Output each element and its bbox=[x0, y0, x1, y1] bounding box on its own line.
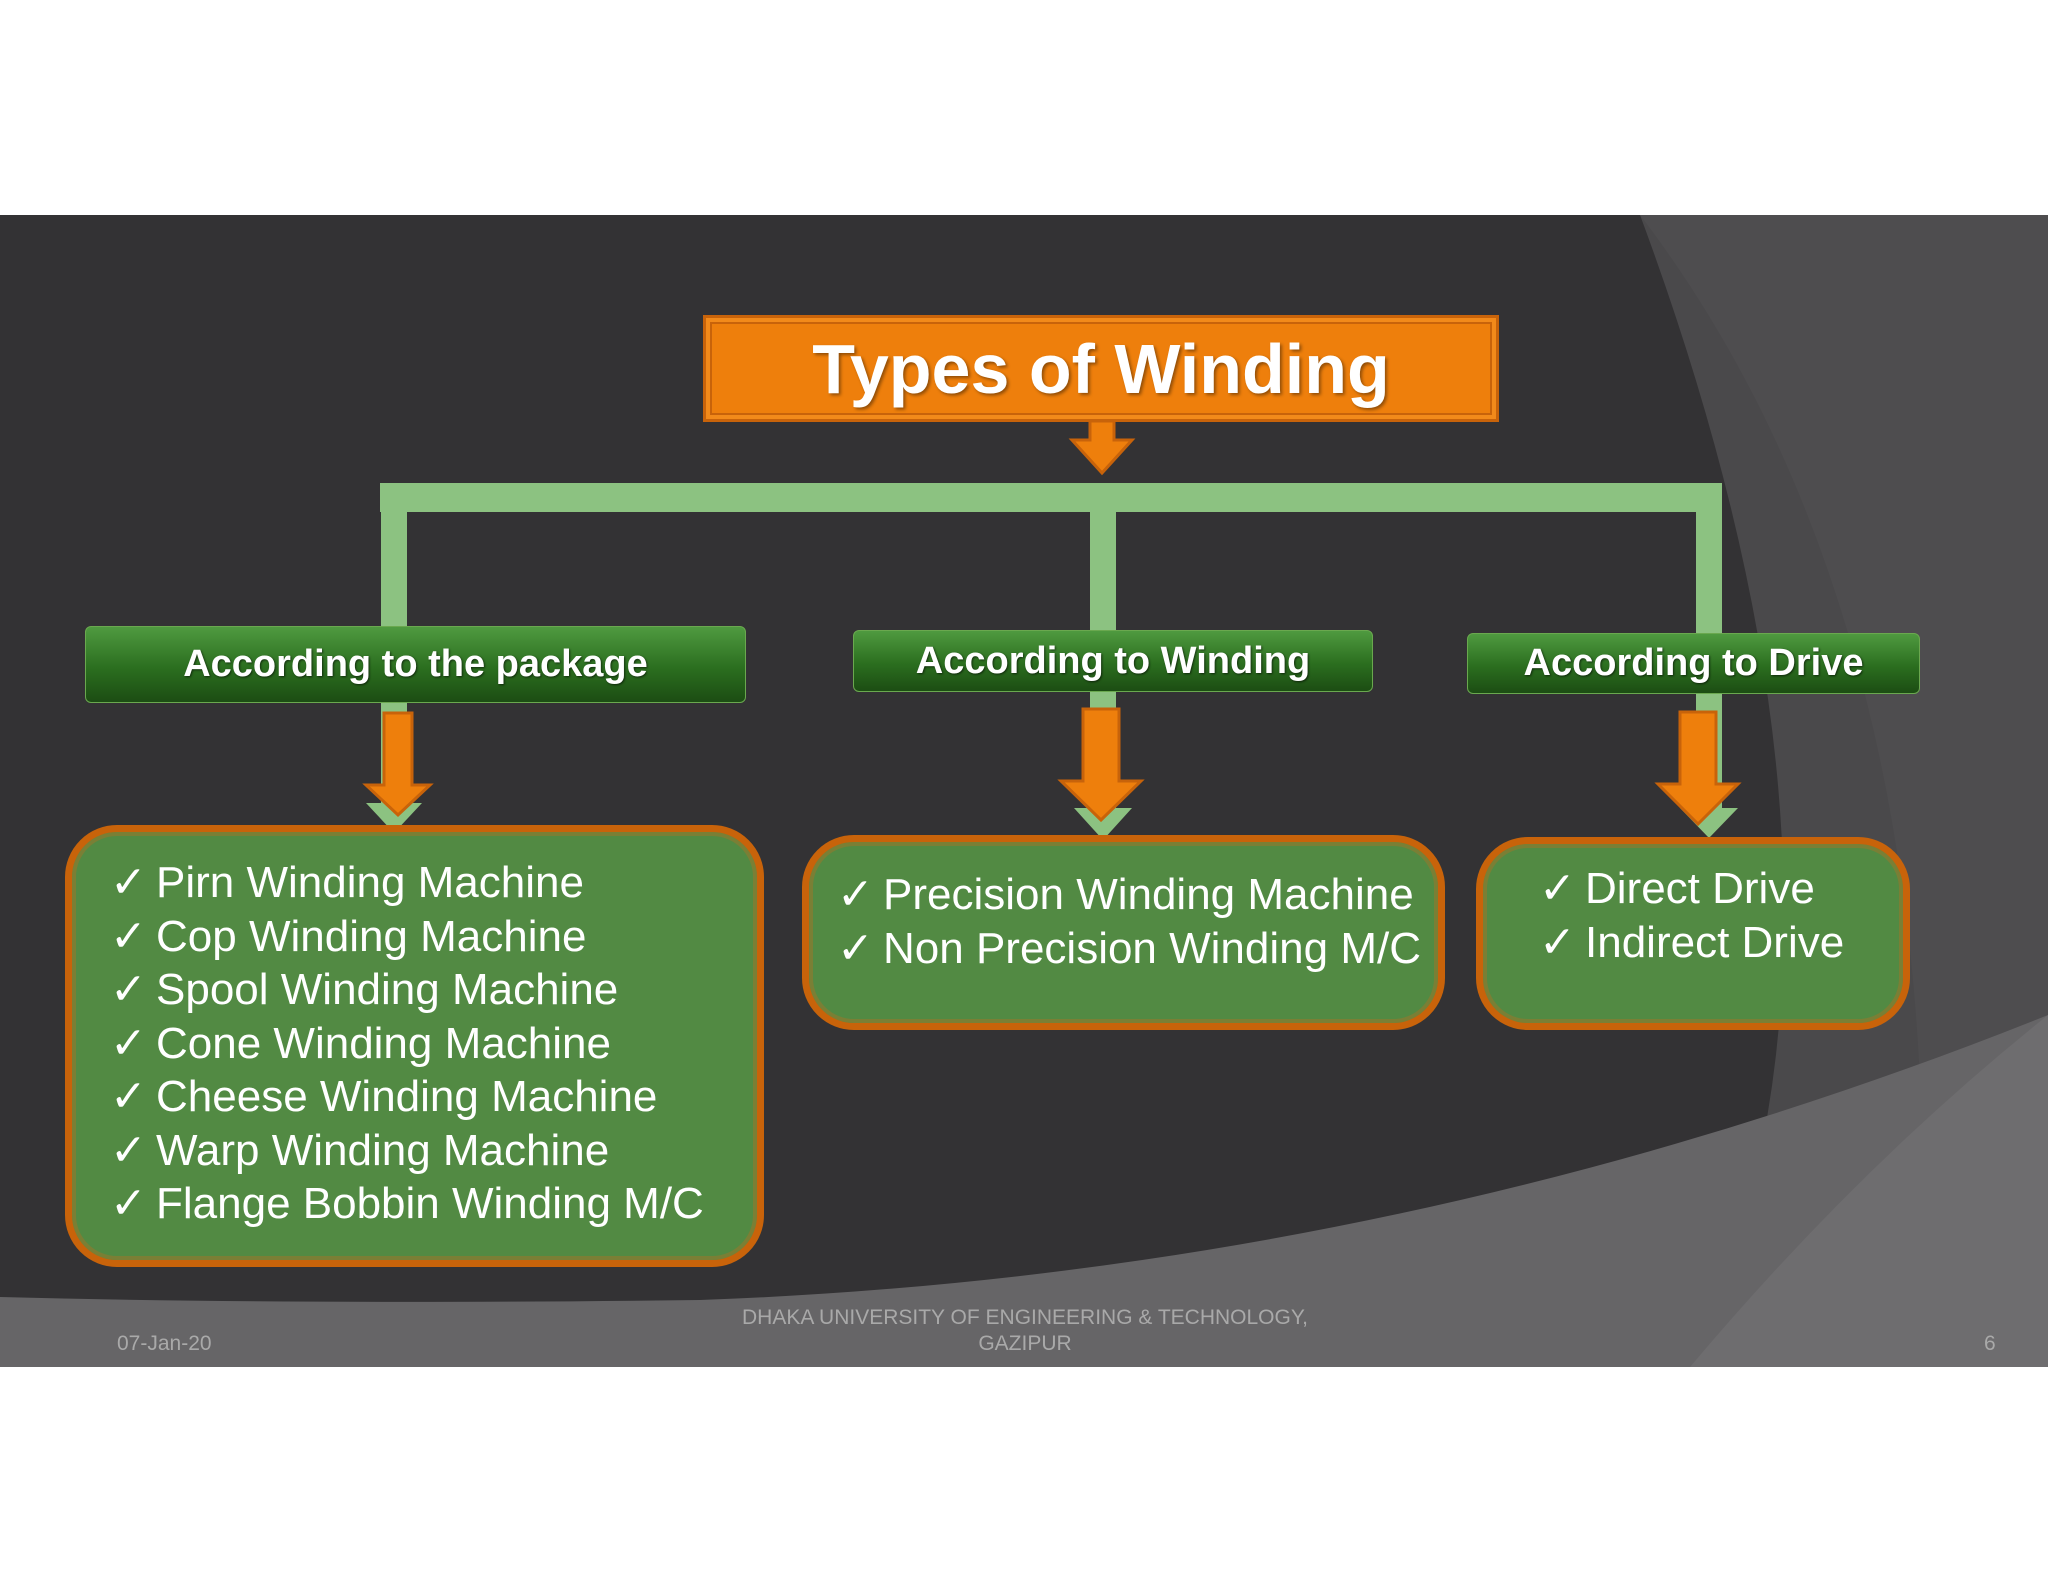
list-item: ✓Precision Winding Machine bbox=[837, 868, 1438, 922]
package-list-box: ✓Pirn Winding Machine ✓Cop Winding Machi… bbox=[65, 825, 764, 1267]
title-arrow-icon bbox=[1068, 419, 1136, 476]
list-item: ✓Cheese Winding Machine bbox=[110, 1070, 757, 1124]
drive-list-box: ✓Direct Drive ✓Indirect Drive bbox=[1476, 837, 1910, 1030]
page-number: 6 bbox=[1984, 1332, 1996, 1355]
list-item: ✓Non Precision Winding M/C bbox=[837, 922, 1438, 976]
category-header-winding: According to Winding bbox=[853, 630, 1373, 692]
check-icon: ✓ bbox=[110, 858, 147, 907]
down-arrow-icon bbox=[1654, 710, 1742, 827]
check-icon: ✓ bbox=[110, 1072, 147, 1121]
list-item: ✓Cone Winding Machine bbox=[110, 1017, 757, 1071]
category-header-package: According to the package bbox=[85, 626, 746, 703]
list-item: ✓Warp Winding Machine bbox=[110, 1124, 757, 1178]
list-item: ✓Spool Winding Machine bbox=[110, 963, 757, 1017]
list-item: ✓Cop Winding Machine bbox=[110, 910, 757, 964]
list-item: ✓Indirect Drive bbox=[1539, 916, 1903, 970]
check-icon: ✓ bbox=[110, 1125, 147, 1175]
down-arrow-icon bbox=[362, 711, 434, 818]
list-item: ✓Pirn Winding Machine bbox=[110, 856, 757, 910]
check-icon: ✓ bbox=[837, 870, 874, 919]
slide-background bbox=[0, 215, 2048, 1367]
list-item: ✓Direct Drive bbox=[1539, 862, 1903, 916]
title-box: Types of Winding bbox=[703, 315, 1499, 422]
check-icon: ✓ bbox=[110, 1018, 147, 1068]
check-icon: ✓ bbox=[1539, 864, 1576, 913]
check-icon: ✓ bbox=[110, 1179, 147, 1228]
footer-date: 07-Jan-20 bbox=[117, 1332, 212, 1355]
footer-institution: DHAKA UNIVERSITY OF ENGINEERING & TECHNO… bbox=[742, 1306, 1308, 1355]
check-icon: ✓ bbox=[837, 923, 874, 973]
category-header-drive: According to Drive bbox=[1467, 633, 1920, 694]
list-item: ✓Flange Bobbin Winding M/C bbox=[110, 1177, 757, 1231]
check-icon: ✓ bbox=[110, 911, 147, 961]
check-icon: ✓ bbox=[1539, 917, 1576, 967]
winding-list-box: ✓Precision Winding Machine ✓Non Precisio… bbox=[802, 835, 1445, 1030]
check-icon: ✓ bbox=[110, 965, 147, 1014]
down-arrow-icon bbox=[1057, 707, 1145, 823]
slide: Types of Winding According to the packag… bbox=[0, 215, 2048, 1367]
